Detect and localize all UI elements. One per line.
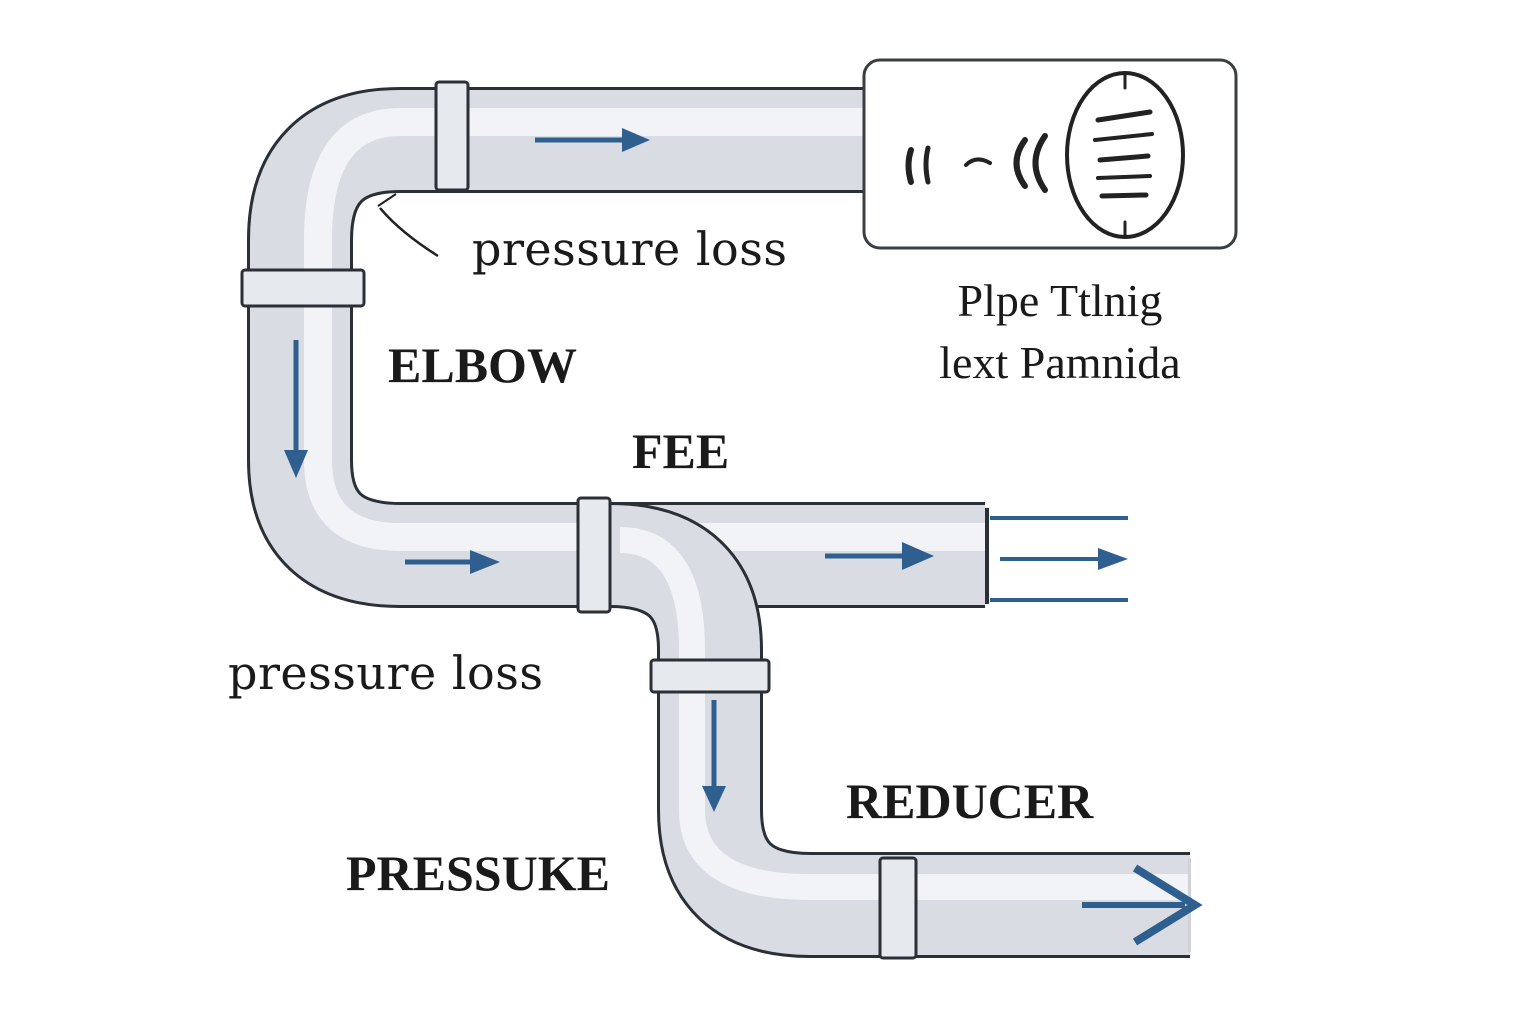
- elbow-label: ELBOW: [388, 337, 577, 393]
- device-box: [862, 58, 1238, 250]
- fee-label: FEE: [632, 423, 730, 479]
- flow-arrow-left-down: [284, 340, 308, 478]
- outlet-streams: [990, 516, 1128, 602]
- flow-arrow-reducer: [1082, 864, 1203, 946]
- collar-tee: [576, 496, 612, 614]
- pressure-loss-label-top: pressure loss: [472, 222, 788, 276]
- device-caption-line2: lext Pamnida: [939, 337, 1181, 388]
- pipe-lower-run: [608, 502, 1190, 958]
- collar-reducer: [878, 856, 918, 960]
- flow-arrows: [284, 128, 1203, 946]
- pressure-loss-label-bottom: pressure loss: [228, 646, 544, 700]
- flow-arrow-tee: [825, 542, 934, 570]
- tee-outlet-edge: [985, 508, 989, 604]
- device-caption-line1: Plpe Ttlnig: [957, 275, 1163, 326]
- device-caption: Plpe Ttlnig lext Pamnida: [905, 270, 1215, 394]
- pressuke-label: PRESSUKE: [346, 845, 610, 901]
- signal-icon: [905, 71, 1185, 239]
- collar-left: [240, 268, 366, 308]
- collars: [240, 80, 918, 960]
- flow-arrow-bottom-left: [405, 550, 500, 574]
- flow-arrow-lower-down: [702, 700, 726, 812]
- reducer-label: REDUCER: [846, 773, 1094, 829]
- collar-top: [434, 80, 470, 192]
- pipe-upper-run: [247, 87, 870, 608]
- flow-arrow-top: [535, 128, 650, 152]
- elbow-inner-mark: [377, 193, 397, 207]
- collar-lower: [649, 658, 771, 694]
- pressure-loss-leader: [379, 207, 439, 258]
